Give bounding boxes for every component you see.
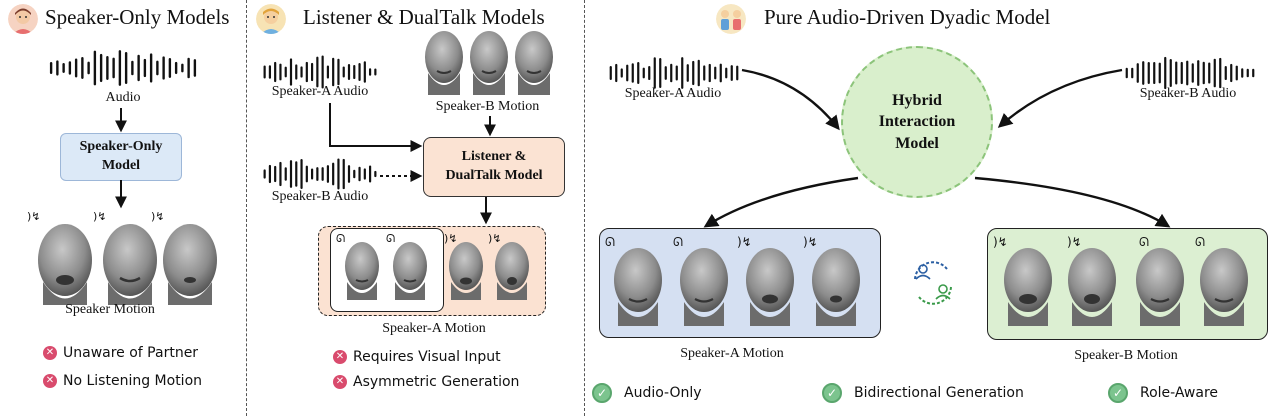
svg-text:ᘏ: ᘏ xyxy=(673,235,683,249)
dyadic-motion-b-label: Speaker-B Motion xyxy=(1074,348,1178,363)
speaking-icon: )↯ )↯ xyxy=(737,235,818,249)
svg-text:)↯: )↯ xyxy=(1067,235,1082,249)
speaking-icon: )↯ )↯ xyxy=(444,232,502,245)
dyadic-feature-3: ✓Role-Aware xyxy=(1108,383,1218,403)
listener-limitation-1: ✕Requires Visual Input xyxy=(333,349,501,365)
x-circle-icon: ✕ xyxy=(43,374,57,388)
svg-text:)↯: )↯ xyxy=(488,232,502,245)
x-circle-icon: ✕ xyxy=(43,346,57,360)
speaking-icon: )↯ )↯ )↯ xyxy=(27,210,165,223)
face-3 xyxy=(163,224,217,305)
svg-text:ᘏ: ᘏ xyxy=(336,232,345,245)
check-circle-icon: ✓ xyxy=(1108,383,1128,403)
dualtalk-model-line1: Listener & xyxy=(461,149,527,165)
dyadic-title: Pure Audio-Driven Dyadic Model xyxy=(764,5,1051,29)
hybrid-model-line2: Interaction xyxy=(878,113,956,131)
speaking-icon: )↯ )↯ xyxy=(993,235,1082,249)
svg-text:ᘏ: ᘏ xyxy=(1139,235,1149,249)
hybrid-model-line3: Model xyxy=(895,134,939,152)
listener-motion-b-label: Speaker-B Motion xyxy=(435,99,540,114)
dyadic-audio-b-label: Speaker-B Audio xyxy=(1139,86,1237,101)
svg-text:)↯: )↯ xyxy=(27,210,41,223)
dyadic-audio-a-waveform xyxy=(609,57,739,89)
svg-text:ᘏ: ᘏ xyxy=(386,232,395,245)
check-circle-icon: ✓ xyxy=(592,383,612,403)
section-divider-1 xyxy=(246,0,247,416)
role-swap-icon xyxy=(914,261,952,305)
x-circle-icon: ✕ xyxy=(333,375,347,389)
listener-speaker-b-faces xyxy=(425,31,553,95)
check-circle-icon: ✓ xyxy=(822,383,842,403)
svg-text:ᘏ: ᘏ xyxy=(1195,235,1205,249)
listener-audio-b-waveform xyxy=(263,158,377,190)
dyadic-feature-1: ✓Audio-Only xyxy=(592,383,702,403)
speaker-only-model-line1: Speaker-Only xyxy=(79,139,163,155)
listener-dualtalk-model-box: Listener & DualTalk Model xyxy=(423,137,565,197)
svg-text:)↯: )↯ xyxy=(993,235,1008,249)
face-1 xyxy=(38,224,92,305)
svg-text:)↯: )↯ xyxy=(444,232,458,245)
speaker-motion-label: Speaker Motion xyxy=(65,302,155,317)
dyadic-feature-2: ✓Bidirectional Generation xyxy=(822,383,1024,403)
speaker-motion-faces: )↯ )↯ )↯ xyxy=(27,210,217,305)
speaker-only-audio-waveform xyxy=(49,50,197,86)
svg-text:)↯: )↯ xyxy=(803,235,818,249)
svg-text:)↯: )↯ xyxy=(93,210,107,223)
listener-audio-b-label: Speaker-B Audio xyxy=(271,189,369,204)
listener-limitation-2: ✕Asymmetric Generation xyxy=(333,374,519,390)
arrow-dyadic-audio-b-to-model xyxy=(997,68,1123,128)
arrow-audio-a-to-dualtalk xyxy=(329,103,423,152)
hybrid-model-line1: Hybrid xyxy=(892,91,942,109)
section-divider-2 xyxy=(584,0,585,416)
speaker-only-model-line2: Model xyxy=(101,158,141,173)
speaker-only-title: Speaker-Only Models xyxy=(45,5,230,29)
speaker-only-audio-label: Audio xyxy=(105,90,141,105)
x-circle-icon: ✕ xyxy=(333,350,347,364)
listener-avatar-icon xyxy=(256,4,286,34)
svg-text:ᘏ: ᘏ xyxy=(605,235,615,249)
svg-text:)↯: )↯ xyxy=(737,235,752,249)
listener-motion-a-label: Speaker-A Motion xyxy=(382,321,486,336)
dyadic-avatar-icon xyxy=(716,4,746,34)
listener-audio-a-waveform xyxy=(263,55,377,89)
listener-audio-a-label: Speaker-A Audio xyxy=(271,84,369,99)
dyadic-audio-b-waveform xyxy=(1125,56,1255,90)
svg-text:)↯: )↯ xyxy=(151,210,165,223)
face-2 xyxy=(103,224,157,305)
arrow-dyadic-audio-a-to-model xyxy=(741,68,840,131)
arrow-model-to-speaker-a xyxy=(703,176,859,228)
listener-dualtalk-title: Listener & DualTalk Models xyxy=(303,5,545,29)
arrow-model-to-speaker-b xyxy=(974,176,1171,228)
dualtalk-model-line2: DualTalk Model xyxy=(445,168,543,183)
dyadic-motion-a-label: Speaker-A Motion xyxy=(680,346,784,361)
speaker-only-limitation-1: ✕Unaware of Partner xyxy=(43,345,198,361)
speaker-only-limitation-2: ✕No Listening Motion xyxy=(43,373,202,389)
speaker-avatar-icon xyxy=(8,4,38,34)
dyadic-audio-a-label: Speaker-A Audio xyxy=(624,86,722,101)
